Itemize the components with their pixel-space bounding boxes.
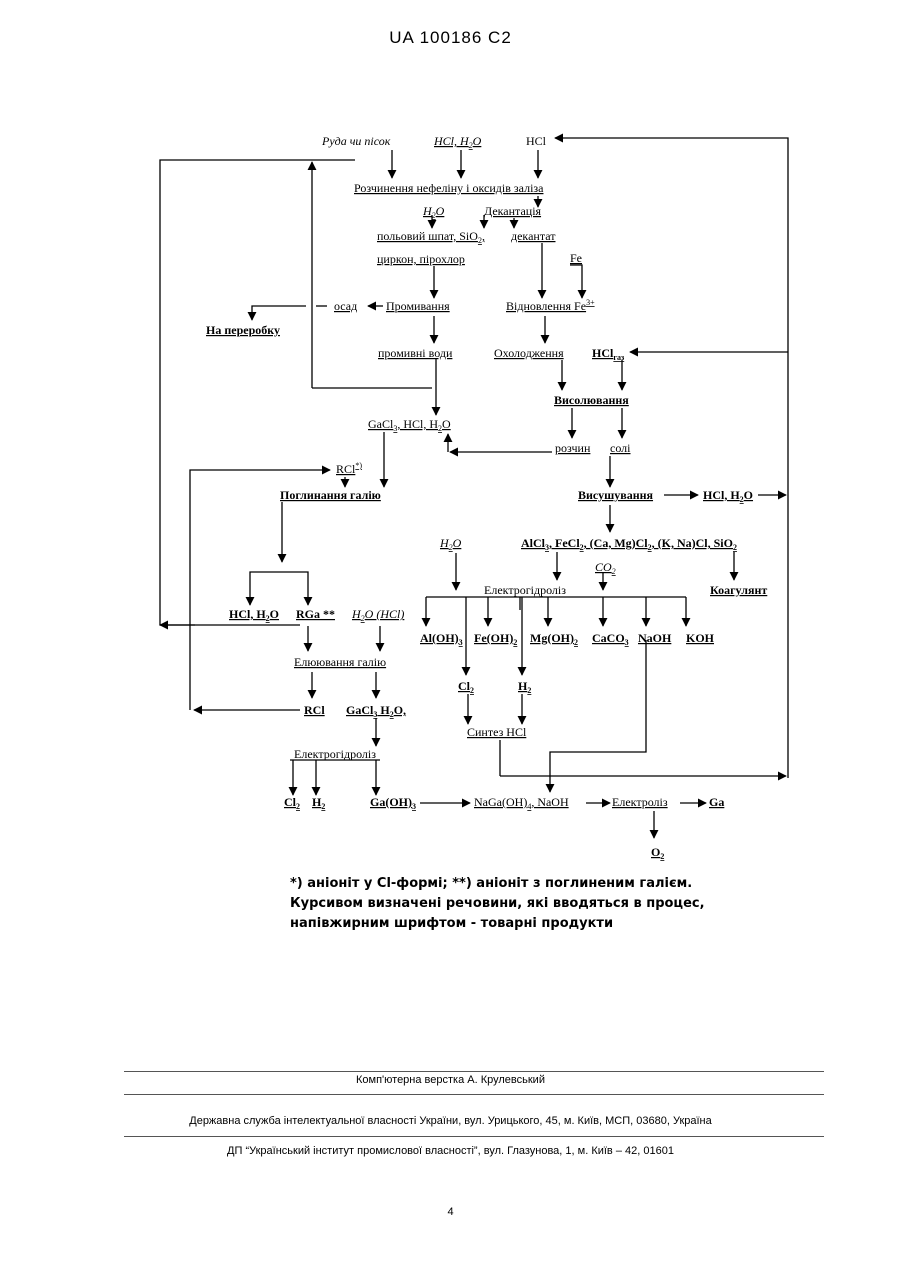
salting-out-step: Висолювання: [554, 393, 629, 407]
iron-hydroxide-product: Fe(OH)2: [474, 631, 517, 647]
hcl-gas-input: HClгаз: [592, 346, 625, 362]
decantation-step: Декантація: [484, 204, 542, 218]
calcium-carbonate-product: CaCO3: [592, 631, 629, 647]
gallium-hydroxide-label: Ga(OH)3: [370, 795, 416, 811]
koh-product: KOH: [686, 631, 715, 645]
chlorides-mixture-label: AlCl3, FeCl2, (Ca, Mg)Cl2, (K, Na)Cl, Si…: [521, 536, 737, 552]
co2-input: CO2: [595, 560, 616, 576]
gacl3-solution-label: GaCl3, HCl, H2O: [368, 417, 451, 433]
page-number: 4: [0, 1206, 901, 1218]
ore-label: Руда чи пісок: [321, 134, 391, 148]
diagram-notes: *) аніоніт у Cl-формі; **) аніоніт з пог…: [290, 874, 750, 934]
hcl-h2o-input-label: HCl, H2O: [433, 134, 482, 150]
sediment-label: осад: [334, 299, 357, 313]
water-input-2: H2O: [439, 536, 462, 552]
naoh-product: NaOH: [638, 631, 672, 645]
rcl-label: RCl: [304, 703, 325, 717]
reduction-step: Відновлення Fe3+: [506, 298, 595, 313]
drying-step: Висушування: [578, 488, 654, 502]
oxygen-output: O2: [651, 845, 664, 861]
hcl-h2o-output-right: HCl, H2O: [703, 488, 753, 504]
footer-layout-credit: Комп'ютерна верстка А. Крулевський: [0, 1074, 901, 1086]
water-input-1: H2O: [422, 204, 445, 220]
electrolysis-step: Електроліз: [612, 795, 668, 809]
electrohydrolysis-step-1: Електрогідроліз: [484, 583, 566, 597]
hcl-input-label: HCl: [526, 134, 547, 148]
h2o-hcl-input: H2O (HCl): [351, 607, 404, 623]
hydrogen-output-2: H2: [312, 795, 325, 811]
feldspar-label: польовий шпат, SiO2,: [377, 229, 485, 245]
sodium-gallate-label: NaGa(OH)4, NaOH: [474, 795, 569, 811]
iron-input: Fe: [570, 251, 582, 265]
washing-step: Промивання: [386, 299, 450, 313]
wash-water-label: промивні води: [378, 346, 453, 360]
chlorine-output-1: Cl2: [458, 679, 474, 695]
footer-institute: ДП “Український інститут промислової вла…: [0, 1145, 901, 1157]
gallium-product: Ga: [709, 795, 724, 809]
to-processing-label: На переробку: [206, 323, 280, 337]
salts-label: солі: [610, 441, 631, 455]
hcl-h2o-output-left: HCl, H2O: [229, 607, 279, 623]
cooling-step: Охолодження: [494, 346, 564, 360]
footer-divider-3: [124, 1136, 824, 1137]
chlorine-output-2: Cl2: [284, 795, 300, 811]
magnesium-hydroxide-product: Mg(OH)2: [530, 631, 578, 647]
dissolution-step: Розчинення нефеліну і оксидів заліза: [354, 181, 544, 195]
hydrogen-output-1: H2: [518, 679, 531, 695]
anion-exchanger-cl-label: RCl*): [336, 461, 362, 476]
gallium-absorption-step: Поглинання галію: [280, 488, 381, 502]
footer-divider-1: [124, 1071, 824, 1072]
zircon-label: циркон, пірохлор: [377, 252, 465, 266]
footer-divider-2: [124, 1094, 824, 1095]
note-line-1: *) аніоніт у Cl-формі; **) аніоніт з пог…: [290, 874, 750, 894]
rga-label: RGa **: [296, 607, 335, 621]
gacl3-h2o-label: GaCl3 H2O,: [346, 703, 406, 719]
note-line-3: напівжирним шрифтом - товарні продукти: [290, 914, 750, 934]
note-line-2: Курсивом визначені речовини, які вводять…: [290, 894, 750, 914]
solution-label: розчин: [555, 441, 591, 455]
electrohydrolysis-step-2: Електрогідроліз: [294, 747, 376, 761]
coagulant-product: Коагулянт: [710, 583, 767, 597]
gallium-elution-step: Елюювання галію: [294, 655, 386, 669]
process-flow-diagram: Руда чи пісок HCl, H2O HCl Розчинення не…: [0, 0, 901, 870]
hcl-synthesis-step: Синтез HCl: [467, 725, 527, 739]
aluminium-hydroxide-product: Al(OH)3: [420, 631, 463, 647]
footer-ip-service: Державна служба інтелектуальної власност…: [0, 1115, 901, 1127]
decantate-label: декантат: [511, 229, 556, 243]
